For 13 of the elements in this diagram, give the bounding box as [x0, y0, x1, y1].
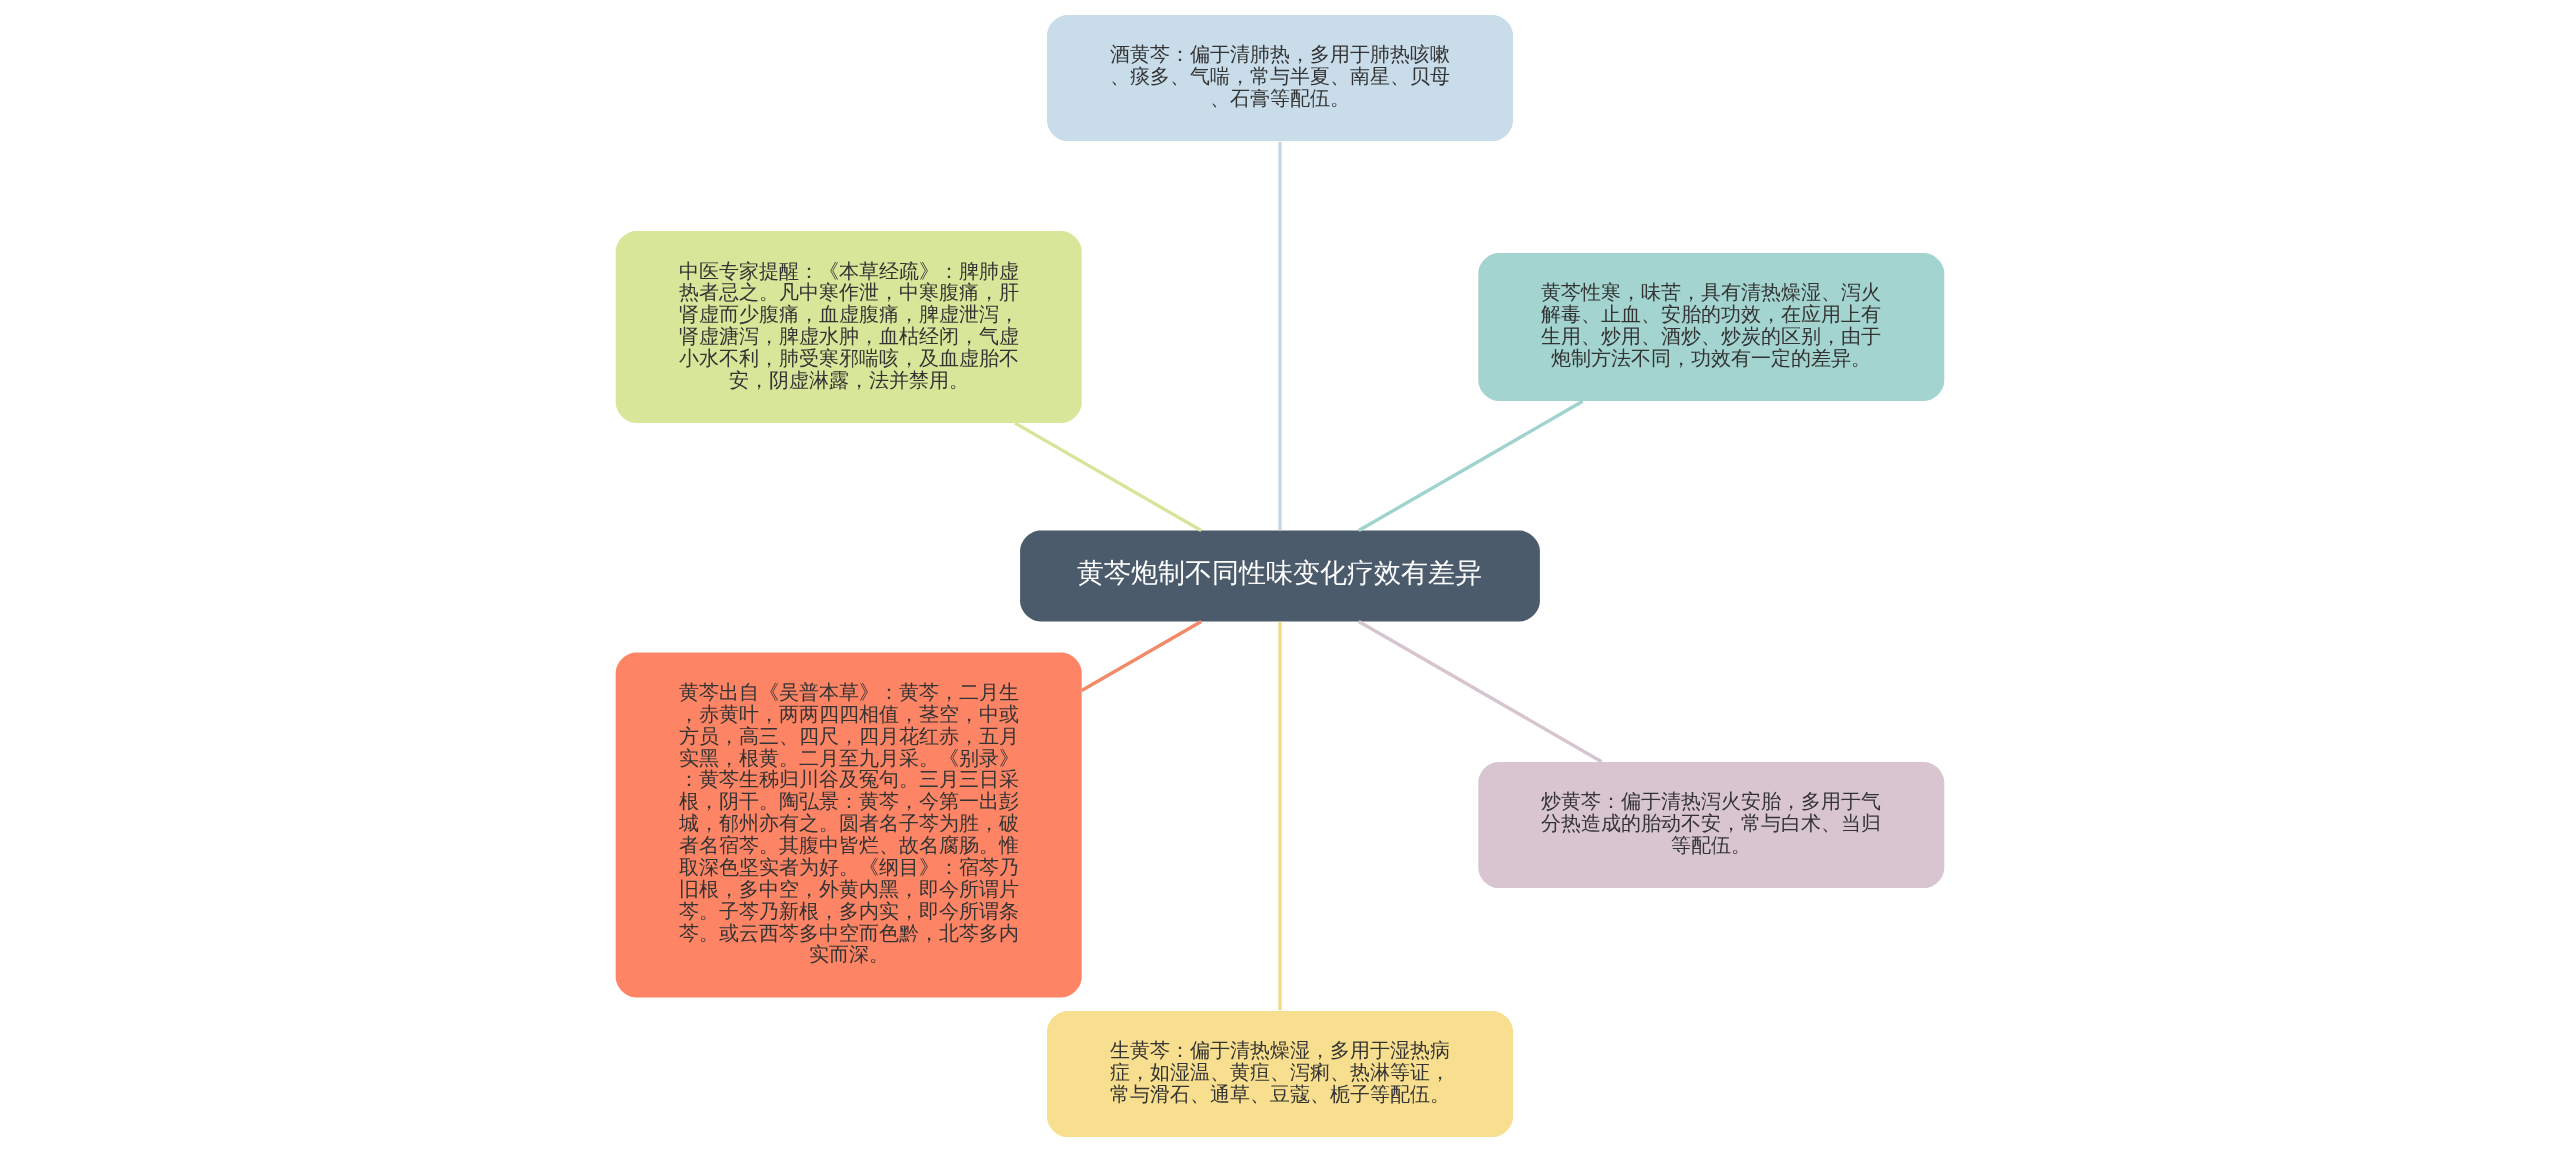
connector	[1278, 141, 1282, 531]
node-box: 中医专家提醒：《本草经疏》：脾肺虚热者忌之。凡中寒作泄，中寒腹痛，肝肾虚而少腹痛，血虚腹痛，脾虚泄泻，肾虚溏泻，脾虚水肿，血枯经闭，气虚小水不利，肺受寒邪喘咳，及血虚胎不安，阴虚淋露，法并禁用。	[615, 231, 1082, 423]
node-box: 炒黄芩：偏于清热泻火安胎，多用于气分热造成的胎动不安，常与白术、当归等配伍。	[1478, 761, 1945, 889]
node-box: 生黄芩：偏于清热燥湿，多用于湿热病症，如湿温、黄疸、泻痢、热淋等证，常与滑石、通草、豆蔻、栀子等配伍。	[1047, 1010, 1513, 1138]
connector	[1014, 421, 1203, 532]
connector	[1080, 620, 1203, 692]
node-box: 黄芩性寒，味苦，具有清热燥湿、泻火解毒、止血、安胎的功效，在应用上有生用、炒用、酒炒、炒炭的区别，由于炮制方法不同，功效有一定的差异。	[1478, 253, 1945, 402]
connector	[1357, 399, 1584, 532]
node-box: 黄芩炮制不同性味变化疗效有差异	[1020, 530, 1540, 622]
node-box: 黄芩出自《吴普本草》：黄芩，二月生，赤黄叶，两两四四相值，茎空，中或方员，高三、四尺，四月花红赤，五月实黑，根黄。二月至九月采。《别录》：黄芩生秭归川谷及冤句。三月三日采根，阴干。陶弘景：黄芩，今第一出彭城，郁州亦有之。圆者名子芩为胜，破者名宿芩。其腹中皆烂、故名腐肠。惟取深色坚实者为好。《纲目》：宿芩乃旧根，多中空，外黄内黑，即今所谓片芩。子芩乃新根，多内实，即今所谓条芩。或云西芩多中空而色黔，北芩多内实而深。	[615, 652, 1082, 998]
node-box: 酒黄芩：偏于清肺热，多用于肺热咳嗽、痰多、气喘，常与半夏、南星、贝母、石膏等配伍。	[1047, 14, 1513, 142]
connector	[1278, 621, 1282, 1011]
connector	[1357, 620, 1603, 764]
